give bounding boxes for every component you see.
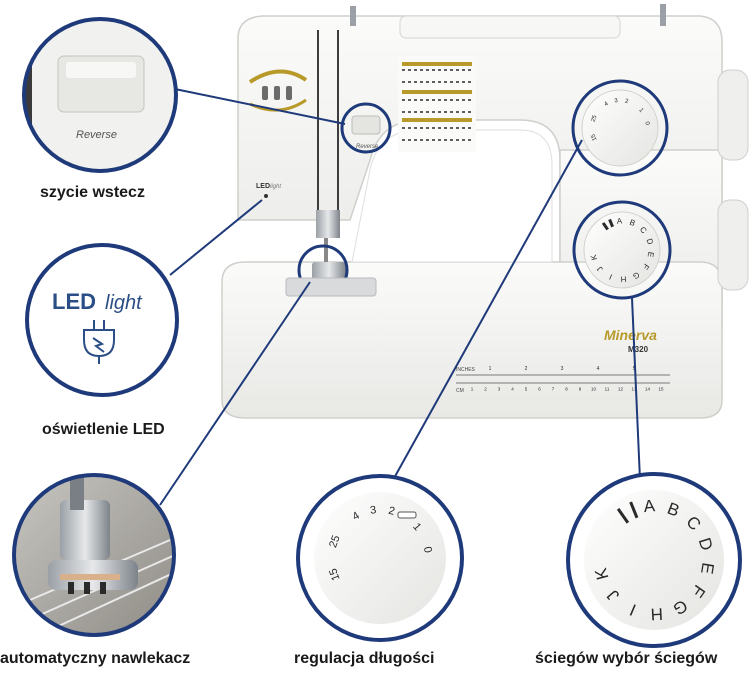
ruler-cm-label: 11 — [605, 387, 610, 392]
length-dial-label: 0 — [421, 546, 434, 554]
length-dial-label: 25 — [327, 534, 342, 550]
plug-bulb-icon — [83, 320, 115, 364]
length-dial-window — [397, 511, 417, 519]
length-dial-label: 2 — [387, 505, 396, 518]
stitch-dial-letter: J — [595, 265, 604, 274]
caption-led: oświetlenie LED — [42, 421, 165, 438]
stitch-dial-letter: H — [650, 604, 663, 624]
stitch-dial-marker — [616, 501, 639, 524]
length-dial-label: 4 — [604, 101, 610, 108]
ruler-inch-label: 3 — [561, 366, 564, 372]
spool-pin — [660, 4, 666, 26]
ruler-cm-label: 9 — [579, 387, 582, 392]
caption-reverse: szycie wstecz — [40, 184, 145, 201]
stitch-dial-letter: B — [628, 218, 636, 228]
callout-lines — [159, 87, 641, 506]
reverse-inset-label: Reverse — [76, 129, 117, 141]
caption-threader: automatyczny nawlekacz — [0, 650, 191, 667]
length-dial-label: 3 — [369, 504, 377, 517]
stitch-dial-letter: F — [641, 262, 651, 271]
stitch-dial-letter: A — [616, 216, 623, 225]
ruler-cm-label: 13 — [631, 387, 637, 392]
caption-length: regulacja długości — [294, 650, 435, 667]
stitch-dial-letter: H — [620, 274, 626, 283]
led-inset-light: light — [105, 292, 143, 314]
needle-plate — [285, 277, 377, 297]
ruler-cm-label: 15 — [658, 387, 664, 392]
stitch-dial-letter: G — [631, 270, 641, 281]
callout-led: LED light — [25, 243, 179, 397]
thread-channel — [317, 30, 339, 210]
stitch-dial-letter: D — [645, 237, 655, 245]
ruler-inch-label: 1 — [489, 366, 492, 372]
ruler-inch-label: 4 — [597, 366, 600, 372]
stitch-dial-letter: K — [589, 253, 599, 261]
length-dial-label: 4 — [350, 510, 361, 523]
stitch-dial-letter: E — [646, 251, 656, 258]
reverse-button[interactable]: Reverse — [340, 102, 392, 154]
ruler-cm-label: 12 — [618, 387, 624, 392]
stitch-dial-letter: I — [627, 600, 639, 619]
reverse-button-label: Reverse — [356, 144, 379, 150]
stitch-dial-marker — [601, 218, 614, 231]
ruler-cm-label: 5 — [525, 387, 528, 392]
ruler-inch-label: 2 — [525, 366, 528, 372]
stitch-dial-letter: I — [608, 272, 614, 281]
ruler-cm-label: 10 — [591, 387, 597, 392]
led-label-bold: LED — [256, 183, 270, 190]
top-cover — [399, 15, 621, 39]
ruler-cm-label: 1 — [471, 387, 474, 392]
ruler-inch-label: 5 — [633, 366, 636, 372]
caption-stitch: ściegów wybór ściegów — [535, 650, 718, 667]
length-dial-label: 2 — [624, 98, 629, 105]
ruler-cm-unit: CM — [456, 388, 464, 394]
machine-model: M320 — [628, 345, 649, 354]
length-dial-label: 3 — [614, 98, 619, 104]
callout-threader — [12, 473, 176, 637]
stitch-chart — [398, 56, 476, 152]
led-label: LED light — [256, 183, 281, 198]
ruler-cm-label: 14 — [645, 387, 651, 392]
ruler-cm-label: 7 — [552, 387, 555, 392]
length-dial-label: 1 — [637, 107, 644, 114]
ruler-cm-label: 2 — [484, 387, 487, 392]
spool-pin — [350, 6, 356, 26]
length-dial-label: 15 — [590, 132, 598, 141]
stitch-dial-letter: C — [638, 225, 649, 236]
stitch-dial-letter: D — [695, 536, 717, 553]
handwheel-icon — [717, 69, 749, 291]
sewing-machine: Reverse LED light Minerva M320 INCHES CM… — [221, 4, 749, 419]
led-inset-bold: LED — [52, 289, 96, 314]
ruler-cm-label: 8 — [565, 387, 568, 392]
length-dial-label: 15 — [327, 567, 342, 583]
ruler-cm-label: 6 — [538, 387, 541, 392]
stitch-dial-letter: E — [697, 561, 718, 575]
ruler-cm-label: 4 — [511, 387, 514, 392]
machine-brand: Minerva — [604, 327, 657, 343]
stitch-dial-letter: A — [643, 496, 657, 516]
ruler-cm-label: 3 — [498, 387, 501, 392]
length-dial-label: 0 — [643, 121, 650, 126]
callout-reverse: Reverse — [22, 17, 178, 173]
machine-base — [221, 261, 723, 419]
ruler-inches-unit: INCHES — [456, 367, 476, 373]
led-label-light: light — [270, 184, 281, 190]
length-dial-label: 25 — [591, 114, 599, 123]
